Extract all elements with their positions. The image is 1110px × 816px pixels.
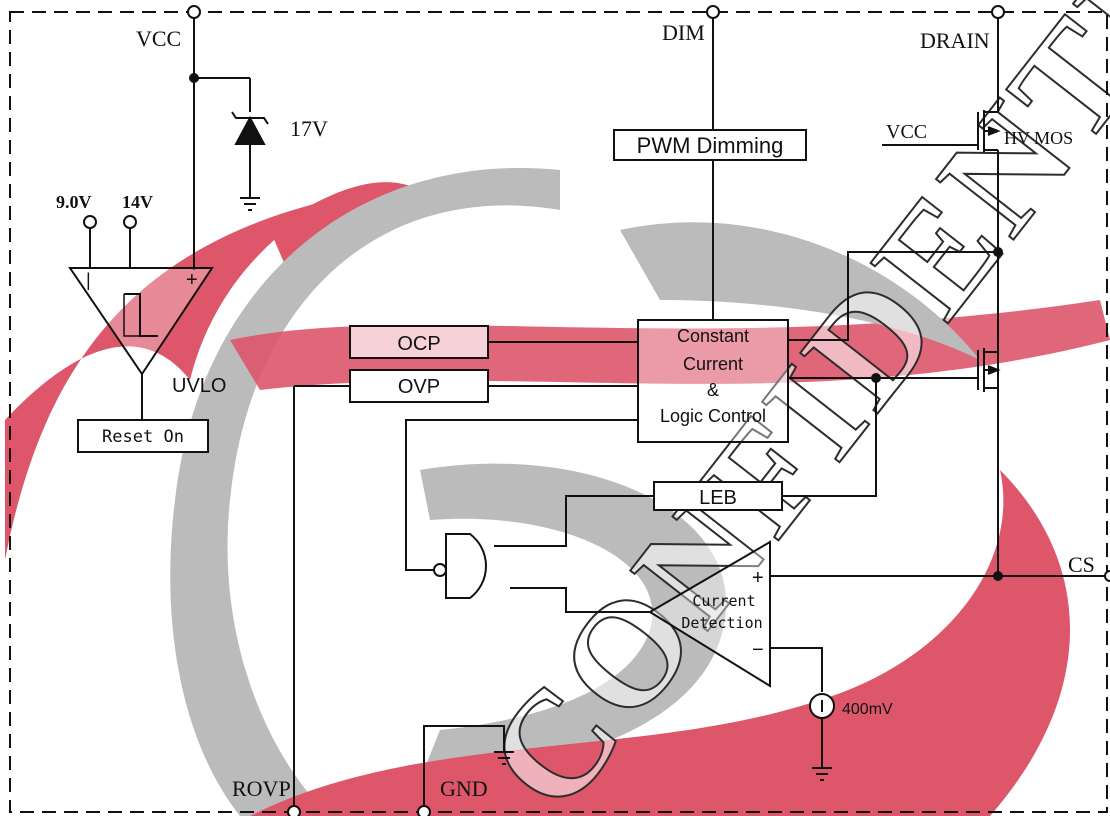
pwm-dimming-label: PWM Dimming (637, 133, 784, 158)
ground-icon-2 (812, 767, 832, 781)
current-detection-label-line1: Current (692, 592, 755, 610)
ground-icon-3 (494, 751, 514, 765)
logic-label-line2: Current (683, 354, 743, 374)
hv-mos-label: HV MOS (1004, 128, 1073, 148)
uvlo-high-label: 14V (122, 192, 153, 212)
gnd-pin-terminal (417, 805, 431, 816)
cd-minus-sign: − (752, 639, 764, 661)
dim-pin-label: DIM (662, 20, 705, 45)
logic-control-box (637, 319, 789, 443)
drain-pin-terminal (991, 5, 1005, 19)
vcc-section (189, 18, 269, 270)
drain-pin-label: DRAIN (920, 28, 990, 53)
uvlo-comparator (68, 215, 214, 420)
nand-gate-icon (433, 533, 652, 613)
cs-pin-label: CS (1068, 552, 1095, 577)
current-detection-label-line2: Detection (681, 614, 762, 632)
gnd-section (423, 725, 514, 808)
ocp-label: OCP (397, 333, 440, 355)
watermark-logo: CONFIDENTIAL (5, 0, 1110, 816)
logic-label-line4: Logic Control (660, 406, 766, 426)
reset-on-box (77, 419, 209, 453)
uvlo-minus-sign: | (86, 270, 91, 290)
rovp-pin-terminal (287, 805, 301, 816)
dim-pin-terminal (706, 5, 720, 19)
chip-boundary (9, 11, 1108, 813)
pin-terminals (187, 5, 1005, 816)
gnd-pin-label: GND (440, 776, 488, 801)
zener-voltage-label: 17V (290, 116, 328, 141)
gate-vcc-label: VCC (886, 121, 927, 143)
uvlo-plus-sign: + (186, 269, 198, 291)
logic-label-line1: Constant (677, 326, 749, 346)
current-detection-comparator (648, 540, 1110, 781)
vcc-pin-label: VCC (136, 26, 181, 51)
uvlo-label: UVLO (172, 375, 226, 397)
zener-diode-icon (234, 115, 266, 145)
dim-section (613, 18, 807, 320)
logic-label-line3: & (707, 380, 719, 400)
reset-on-label: Reset On (102, 427, 184, 447)
ocp-box (349, 325, 489, 359)
leb-label: LEB (699, 487, 737, 509)
drain-section (788, 18, 1003, 578)
ground-icon-1 (240, 197, 260, 211)
pwm-dimming-box (613, 129, 807, 161)
ovp-label: OVP (398, 376, 440, 398)
rovp-pin-label: ROVP (232, 776, 291, 801)
cd-plus-sign: + (752, 567, 764, 589)
vcc-pin-terminal (187, 5, 201, 19)
uvlo-low-label: 9.0V (56, 192, 92, 212)
ref-voltage-label: 400mV (842, 701, 893, 718)
